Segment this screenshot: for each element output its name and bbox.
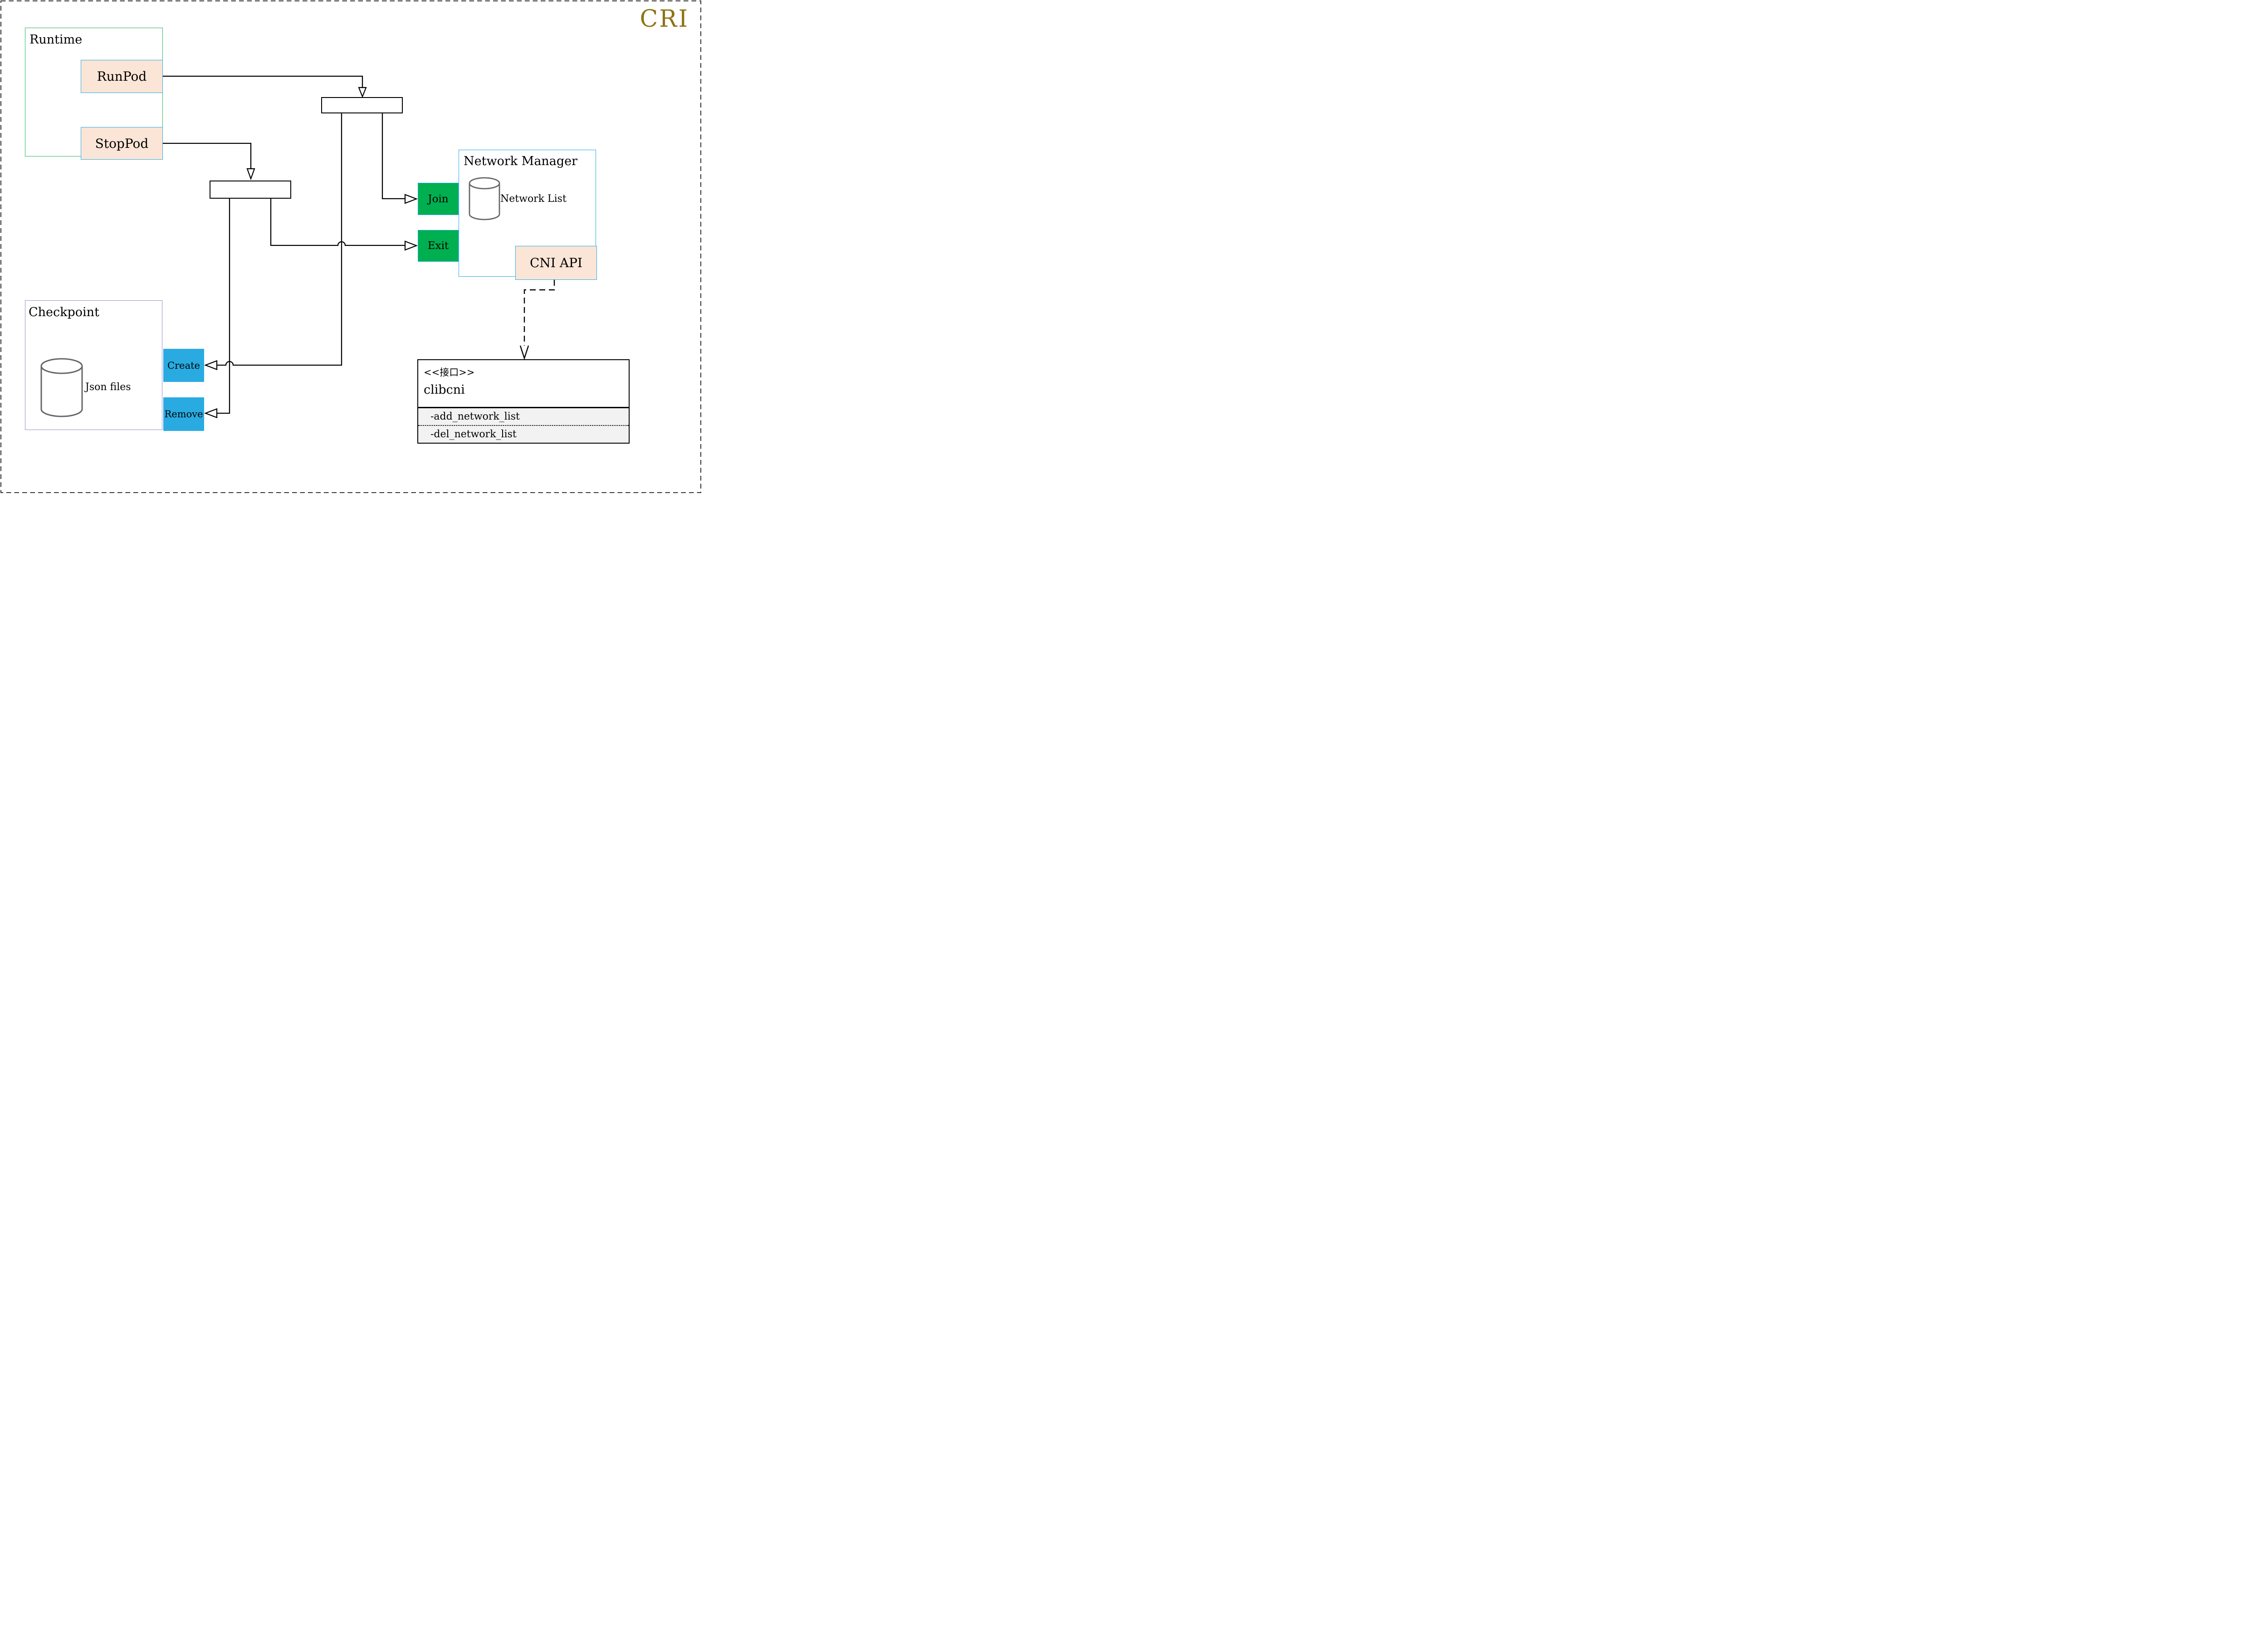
- cri-diagram: CRI Runtime RunPod StopPod Network Manag…: [0, 0, 702, 494]
- arrowhead-open-down-clibcni-icon: [519, 345, 529, 360]
- json-files-label: Json files: [85, 381, 131, 393]
- cni-api-label: CNI API: [529, 255, 582, 270]
- exit-box: Exit: [418, 230, 459, 262]
- arrowhead-left-create-icon: [204, 360, 218, 371]
- method-del-network-list: -del_network_list: [430, 429, 517, 440]
- junction1-to-join-line: [381, 113, 405, 200]
- network-list-label: Network List: [500, 193, 567, 205]
- cni-api-box: CNI API: [515, 246, 597, 280]
- interface-stereotype: <<接口>>: [424, 367, 475, 378]
- network-manager-title: Network Manager: [464, 154, 578, 168]
- junction-box-1: [321, 97, 403, 113]
- arrowhead-down-junction2-icon: [246, 168, 255, 181]
- checkpoint-box: Checkpoint: [25, 300, 162, 430]
- runpod-box: RunPod: [81, 60, 163, 93]
- create-box: Create: [163, 349, 204, 382]
- stoppod-label: StopPod: [95, 136, 149, 151]
- join-label: Join: [428, 193, 449, 205]
- stoppod-to-junction2-line: [163, 142, 252, 169]
- arrowhead-right-exit-icon: [404, 240, 418, 251]
- clibcni-interface-header: <<接口>> clibcni: [418, 360, 629, 407]
- connector-layer: [0, 0, 701, 493]
- junction-box-2: [210, 181, 291, 199]
- remove-label: Remove: [164, 409, 203, 420]
- method-add-network-list: -add_network_list: [418, 408, 629, 426]
- join-box: Join: [418, 183, 459, 215]
- create-label: Create: [167, 360, 200, 371]
- network-list-database-icon: [469, 177, 500, 220]
- stoppod-box: StopPod: [81, 127, 163, 160]
- junction2-to-remove-line: [217, 199, 230, 414]
- cniapi-to-clibcni-dashed-line: [523, 280, 555, 346]
- junction2-to-exit-line: [270, 199, 405, 246]
- outer-dashed-border: [0, 0, 701, 493]
- clibcni-interface-box: <<接口>> clibcni -add_network_list -del_ne…: [417, 359, 630, 444]
- json-files-database-icon: [40, 358, 83, 417]
- junction1-to-create-line: [217, 113, 342, 366]
- runtime-title: Runtime: [29, 33, 83, 47]
- runpod-to-junction1-line: [163, 75, 363, 88]
- arrowhead-left-remove-icon: [204, 408, 218, 419]
- runpod-label: RunPod: [97, 69, 147, 84]
- checkpoint-title: Checkpoint: [29, 305, 99, 319]
- interface-name: clibcni: [424, 383, 465, 397]
- arrowhead-down-junction1-icon: [358, 87, 367, 98]
- page-title: CRI: [640, 5, 689, 33]
- arrowhead-right-join-icon: [404, 194, 418, 204]
- clibcni-interface-methods: -add_network_list -del_network_list: [418, 407, 629, 443]
- exit-label: Exit: [427, 240, 449, 252]
- remove-box: Remove: [163, 397, 204, 431]
